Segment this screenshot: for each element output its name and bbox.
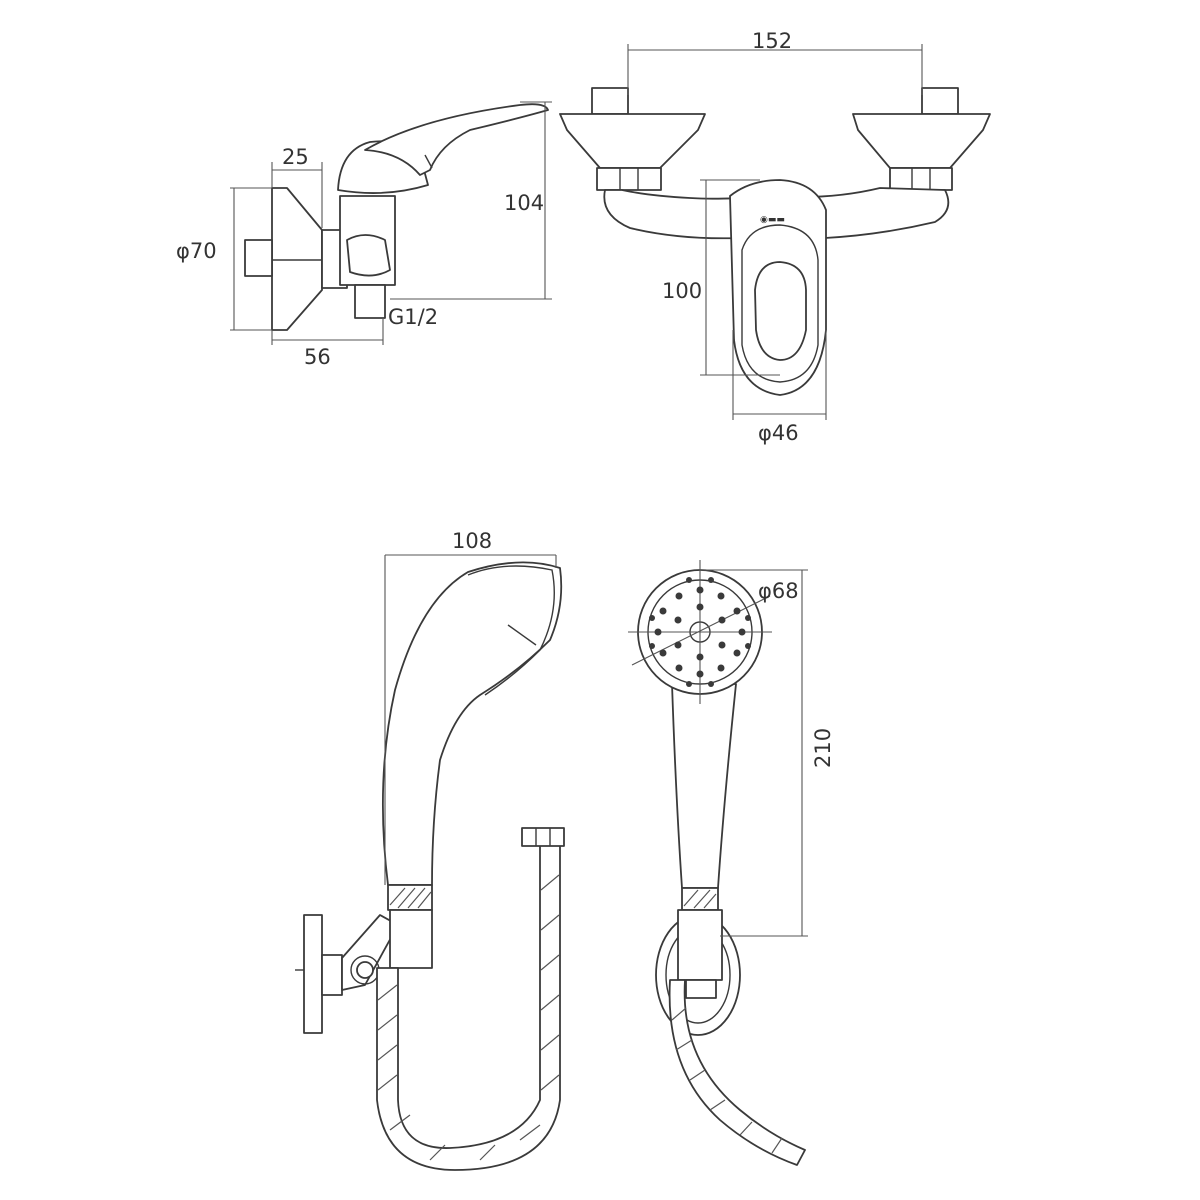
dim-front-height: 100 — [662, 279, 702, 303]
dim-handshower-head-dia: φ68 — [758, 579, 799, 603]
dim-side-thread: G1/2 — [388, 305, 438, 329]
dim-side-height: 104 — [504, 191, 544, 215]
connector-hatch — [389, 887, 432, 909]
handshower-side-view: 108 — [295, 529, 565, 1171]
dim-front-centers: 152 — [752, 29, 792, 53]
front-hose-hatch — [671, 1007, 783, 1154]
mixer-front-view: ◉▬▬ 152 100 φ46 — [559, 29, 991, 445]
mixer-side-view: 25 φ70 104 G1/2 56 — [176, 101, 552, 369]
dim-handshower-height: 210 — [811, 728, 835, 768]
brand-mark: ◉▬▬ — [760, 215, 785, 225]
spray-nozzles — [649, 577, 751, 687]
dim-front-body-dia: φ46 — [758, 421, 799, 445]
handshower-front-view: φ68 210 — [628, 560, 835, 1166]
hose-hatch — [377, 874, 560, 1161]
dim-handshower-length: 108 — [452, 529, 492, 553]
dim-side-depth-bottom: 56 — [304, 345, 331, 369]
dim-side-flange-dia: φ70 — [176, 239, 217, 263]
dim-side-depth-top: 25 — [282, 145, 309, 169]
